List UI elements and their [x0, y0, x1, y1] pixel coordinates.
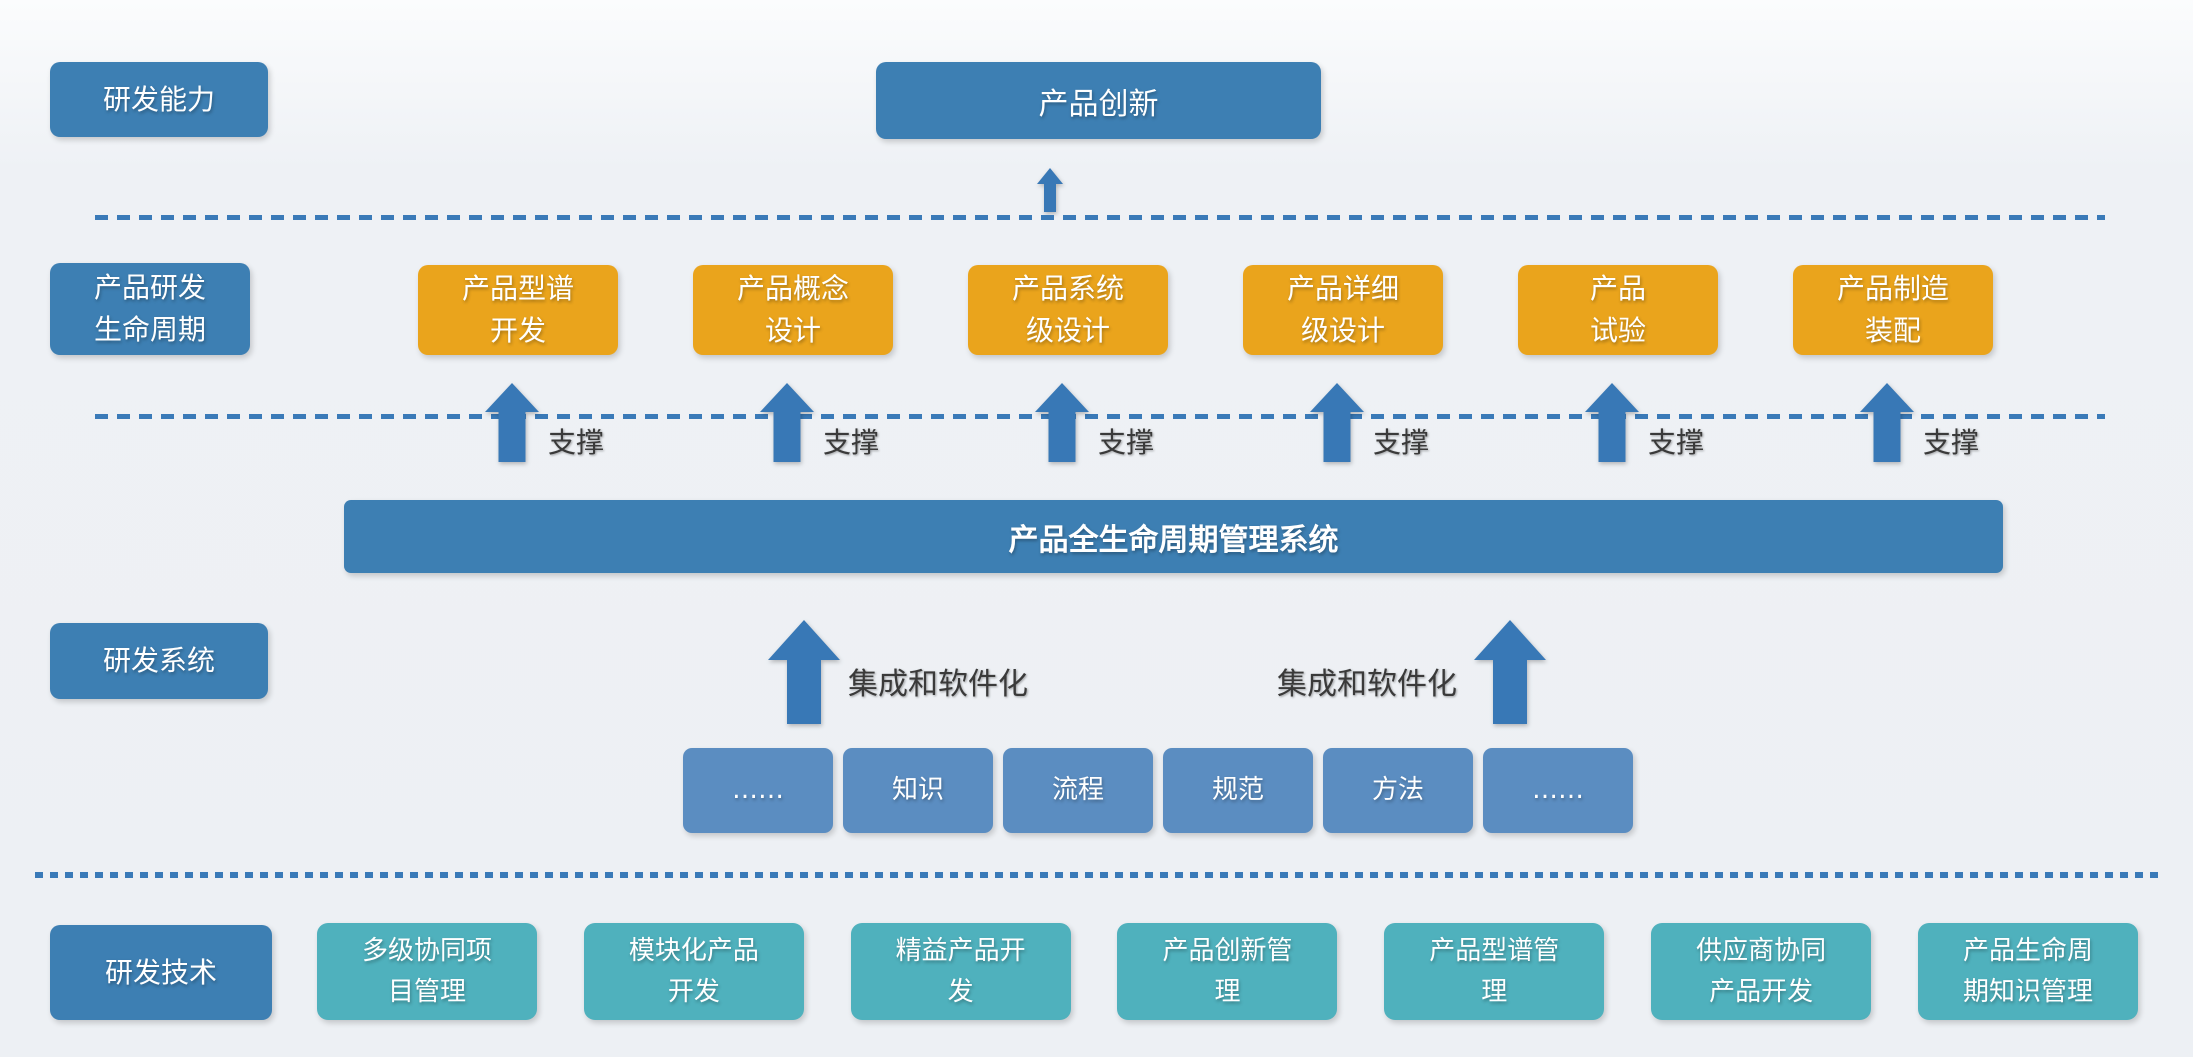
technology-item-box: 产品创新管 理: [1117, 923, 1338, 1020]
up-arrow-integration-right: [1474, 620, 1546, 724]
technology-item-row: 多级协同项 目管理 模块化产品 开发 精益产品开 发 产品创新管 理 产品型谱管…: [317, 923, 2138, 1020]
support-arrow-cell: 支撑: [1243, 383, 1443, 462]
product-innovation-box: 产品创新: [876, 62, 1321, 139]
up-arrow-support: [1585, 383, 1639, 462]
up-arrow-support: [1035, 383, 1089, 462]
integration-label-right: 集成和软件化: [1277, 667, 1457, 702]
technology-row-label: 研发技术: [50, 925, 272, 1020]
dashed-divider-top: [95, 215, 2105, 220]
lifecycle-row-label: 产品研发 生命周期: [50, 263, 250, 355]
support-arrow-cell: 支撑: [1793, 383, 1993, 462]
up-arrow-support: [1310, 383, 1364, 462]
lifecycle-stage-box: 产品 试验: [1518, 265, 1718, 355]
up-arrow-integration-left: [768, 620, 840, 724]
system-element-box: 规范: [1163, 748, 1313, 833]
system-element-box: 知识: [843, 748, 993, 833]
lifecycle-stage-box: 产品概念 设计: [693, 265, 893, 355]
support-label: 支撑: [1098, 426, 1155, 459]
support-label: 支撑: [1373, 426, 1430, 459]
technology-item-box: 模块化产品 开发: [583, 923, 804, 1020]
support-arrow-cell: 支撑: [968, 383, 1168, 462]
lifecycle-stage-box: 产品系统 级设计: [968, 265, 1168, 355]
lifecycle-stage-box: 产品详细 级设计: [1243, 265, 1443, 355]
system-element-box: ……: [1483, 748, 1633, 833]
system-element-box: 方法: [1323, 748, 1473, 833]
support-arrow-cell: 支撑: [418, 383, 618, 462]
technology-item-box: 产品生命周 期知识管理: [1917, 923, 2138, 1020]
technology-item-box: 多级协同项 目管理: [317, 923, 537, 1020]
lifecycle-stage-box: 产品型谱 开发: [418, 265, 618, 355]
dashed-divider-middle: [95, 414, 2105, 419]
system-element-box: 流程: [1003, 748, 1153, 833]
dotted-divider-bottom: [35, 872, 2158, 878]
support-label: 支撑: [1648, 426, 1705, 459]
system-element-row: …… 知识 流程 规范 方法 ……: [683, 748, 1633, 833]
technology-item-box: 精益产品开 发: [850, 923, 1071, 1020]
support-label: 支撑: [548, 426, 605, 459]
lifecycle-stage-row: 产品型谱 开发 产品概念 设计 产品系统 级设计 产品详细 级设计 产品 试验 …: [418, 265, 1993, 355]
capability-row-label: 研发能力: [50, 62, 268, 137]
system-row-label: 研发系统: [50, 623, 268, 699]
up-arrow-innovation: [1037, 168, 1063, 212]
support-label: 支撑: [1923, 426, 1980, 459]
support-arrow-cell: 支撑: [693, 383, 893, 462]
lifecycle-stage-box: 产品制造 装配: [1793, 265, 1993, 355]
up-arrow-support: [1860, 383, 1914, 462]
support-label: 支撑: [823, 426, 880, 459]
up-arrow-support: [760, 383, 814, 462]
technology-item-box: 产品型谱管 理: [1384, 923, 1605, 1020]
up-arrow-support: [485, 383, 539, 462]
support-arrow-row: 支撑 支撑 支撑 支撑: [418, 383, 1993, 462]
system-element-box: ……: [683, 748, 833, 833]
integration-label-left: 集成和软件化: [848, 667, 1028, 702]
technology-item-box: 供应商协同 产品开发: [1651, 923, 1872, 1020]
support-arrow-cell: 支撑: [1518, 383, 1718, 462]
plm-system-bar: 产品全生命周期管理系统: [344, 500, 2003, 573]
